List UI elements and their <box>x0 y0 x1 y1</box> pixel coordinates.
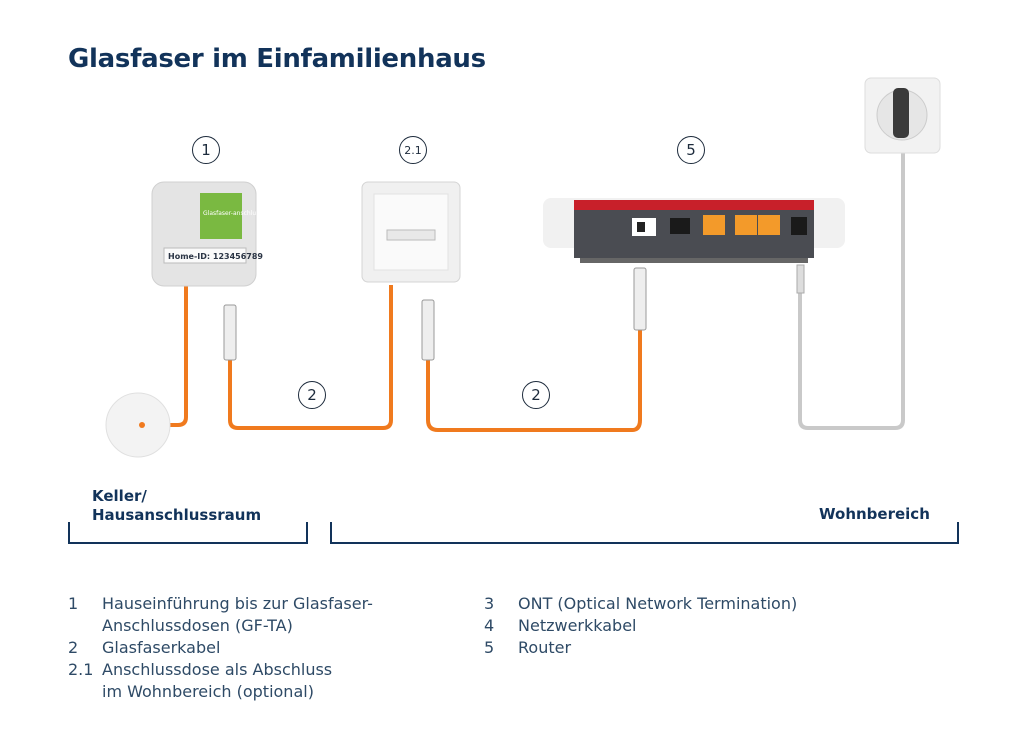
legend-text: Glasfaserkabel <box>102 638 221 657</box>
legend-text: Anschlussdose als Abschluss im Wohnberei… <box>102 660 333 701</box>
marker-5: 5 <box>677 136 705 164</box>
legend-key: 5 <box>484 638 495 657</box>
legend-key: 4 <box>484 616 495 635</box>
bracket-wohnbereich <box>330 522 959 544</box>
legend-text: Hauseinführung bis zur Glasfaser- Anschl… <box>102 594 373 635</box>
legend-left: 1 Hauseinführung bis zur Glasfaser- Ansch… <box>68 593 373 703</box>
fiber-connector <box>223 267 647 361</box>
home-id: Home-ID: 123456789 <box>168 252 263 261</box>
page-title: Glasfaser im Einfamilienhaus <box>68 44 486 74</box>
legend-text: Router <box>518 638 572 657</box>
legend-item: 4 Netzwerkkabel <box>484 615 797 637</box>
legend-text: ONT (Optical Network Termination) <box>518 594 798 613</box>
optional-socket <box>361 181 461 283</box>
bracket-keller <box>68 522 308 544</box>
area-wohnbereich: Wohnbereich <box>819 505 930 523</box>
legend-key: 2.1 <box>68 660 94 679</box>
legend-item: 2.1 Anschlussdose als Abschluss im Wohnbe… <box>68 659 373 703</box>
legend-key: 1 <box>68 594 79 613</box>
legend-key: 3 <box>484 594 495 613</box>
gf-ta-box: Glasfaser-anschluss Home-ID: 123456789 <box>151 181 263 287</box>
router <box>543 198 845 263</box>
svg-text:Glasfaser-anschluss: Glasfaser-anschluss <box>203 210 262 217</box>
house-entry <box>105 392 171 458</box>
legend-item: 1 Hauseinführung bis zur Glasfaser- Ansch… <box>68 593 373 637</box>
power-cable <box>798 130 905 430</box>
legend-item: 5 Router <box>484 637 797 659</box>
legend-item: 2 Glasfaserkabel <box>68 637 373 659</box>
area-keller: Keller/ Hausanschlussraum <box>92 487 262 524</box>
power-plug <box>796 264 805 294</box>
wall-socket <box>864 77 941 154</box>
legend-right: 3 ONT (Optical Network Termination) 4 Netz… <box>484 593 797 659</box>
marker-1: 1 <box>192 136 220 164</box>
marker-2b: 2 <box>522 381 550 409</box>
marker-2a: 2 <box>298 381 326 409</box>
marker-2-1: 2.1 <box>399 136 427 164</box>
legend-text: Netzwerkkabel <box>518 616 637 635</box>
legend-item: 3 ONT (Optical Network Termination) <box>484 593 797 615</box>
fiber-cables <box>145 285 642 432</box>
legend-key: 2 <box>68 638 79 657</box>
